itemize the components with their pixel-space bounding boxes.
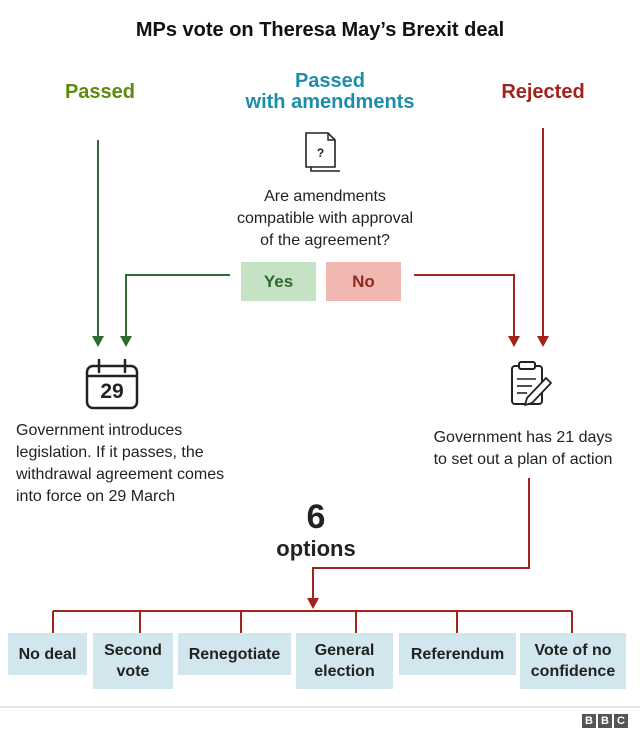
yes-arrow-head — [120, 336, 132, 347]
option-label-line-1: General — [314, 642, 375, 659]
legislation-outcome: Government introduces legislation. If it… — [16, 420, 286, 508]
calendar-day: 29 — [100, 380, 124, 403]
no-arrow-head — [508, 336, 520, 347]
option-renegotiate: Renegotiate — [178, 633, 291, 675]
branch-rejected-label: Rejected — [501, 81, 585, 103]
plan-of-action-outcome: Government has 21 days to set out a plan… — [412, 427, 634, 471]
branch-amended-line-1: Passed — [294, 70, 366, 92]
plan-line-2: to set out a plan of action — [433, 451, 613, 468]
branch-amended-label: Passed with amendments — [205, 71, 455, 113]
passed-arrow-head — [92, 336, 104, 347]
plan-to-options-arrow-head — [307, 598, 319, 609]
option-general-election: General election — [296, 633, 393, 689]
legislation-line-2: legislation. If it passes, the — [16, 444, 204, 461]
logo-letter: B — [582, 714, 596, 728]
no-box: No — [326, 262, 401, 301]
option-no-deal: No deal — [8, 633, 87, 675]
option-label-line-1: Referendum — [410, 645, 505, 663]
question-line-1: Are amendments — [264, 188, 386, 205]
bbc-logo: B B C — [582, 714, 628, 728]
plan-to-options-line — [312, 478, 530, 602]
yes-box: Yes — [241, 262, 316, 301]
legislation-line-1: Government introduces — [16, 422, 183, 439]
calendar-icon — [85, 358, 139, 410]
option-label-line-1: Renegotiate — [188, 645, 281, 663]
yes-arrow-line — [125, 274, 230, 340]
question-line-2: compatible with approval — [236, 210, 414, 227]
logo-letter: C — [614, 714, 628, 728]
options-count: 6 — [306, 498, 326, 536]
option-label-line-2: confidence — [530, 663, 616, 680]
no-arrow-line — [414, 274, 515, 340]
chart-title: MPs vote on Theresa May’s Brexit deal — [135, 19, 505, 41]
branch-amended-line-2: with amendments — [245, 91, 415, 113]
option-second-vote: Second vote — [93, 633, 173, 689]
option-label-line-1: Second — [104, 642, 162, 659]
plan-line-1: Government has 21 days — [433, 429, 613, 446]
option-label-line-1: Vote of no — [534, 642, 612, 659]
rejected-arrow-head — [537, 336, 549, 347]
option-label-line-2: vote — [116, 663, 150, 680]
branch-passed-label: Passed — [64, 81, 136, 103]
clipboard-pen-icon — [511, 361, 552, 406]
svg-text:?: ? — [317, 146, 324, 160]
option-label-line-2: election — [314, 663, 375, 680]
option-label-line-1: No deal — [18, 645, 77, 663]
legislation-line-3: withdrawal agreement comes — [16, 466, 225, 483]
option-referendum: Referendum — [399, 633, 516, 675]
options-word: options — [276, 536, 356, 561]
question-line-3: of the agreement? — [260, 232, 390, 249]
logo-letter: B — [598, 714, 612, 728]
amendments-question: Are amendments compatible with approval … — [185, 186, 465, 252]
document-question-icon: ? — [305, 132, 340, 172]
legislation-line-4: into force on 29 March — [16, 488, 176, 505]
option-vote-of-no-confidence: Vote of no confidence — [520, 633, 626, 689]
